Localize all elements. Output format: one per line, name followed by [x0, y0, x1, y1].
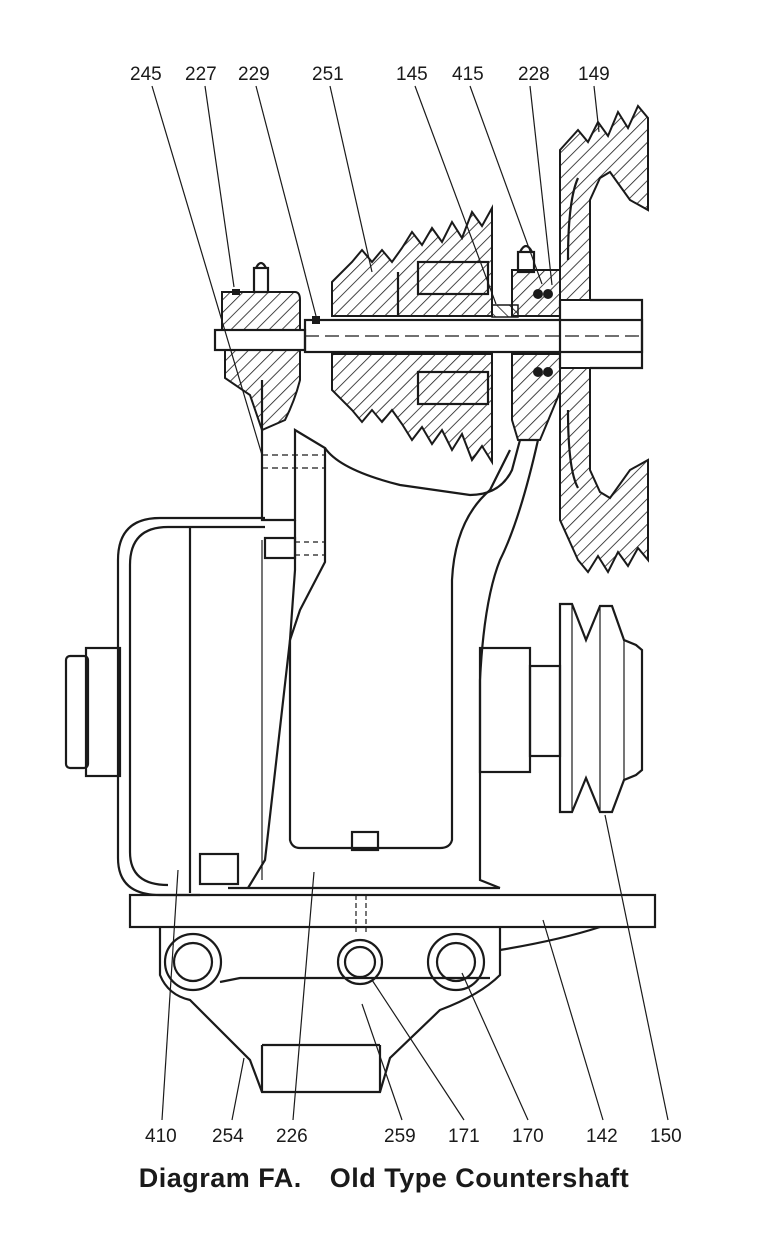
label-top-3: 251	[312, 64, 344, 85]
label-top-4: 145	[396, 64, 428, 85]
label-top-6: 228	[518, 64, 550, 85]
stepped-pulley-251	[331, 204, 493, 466]
label-bottom-1: 254	[212, 1126, 244, 1147]
label-bottom-2: 226	[276, 1126, 308, 1147]
large-pulley-149	[558, 104, 649, 575]
leader-lines	[151, 85, 669, 1121]
label-bottom-4: 171	[448, 1126, 480, 1147]
bearing-housing	[221, 261, 301, 432]
label-top-0: 245	[130, 64, 162, 85]
label-top-1: 227	[185, 64, 217, 85]
label-bottom-7: 150	[650, 1126, 682, 1147]
label-top-7: 149	[578, 64, 610, 85]
label-top-5: 415	[452, 64, 484, 85]
motor-pulley-150	[478, 602, 644, 814]
motor-body	[64, 516, 265, 897]
label-bottom-0: 410	[145, 1126, 177, 1147]
label-bottom-6: 142	[586, 1126, 618, 1147]
diagram-caption: Diagram FA. Old Type Countershaft	[0, 1163, 768, 1194]
bottom-labels: 410 254 226 259 171 170 142 150	[145, 1126, 682, 1147]
top-labels: 245 227 229 251 145 415 228 149	[130, 64, 610, 85]
bearing-assembly	[491, 244, 561, 441]
lower-bracket-254	[158, 927, 502, 1094]
base-plate	[128, 852, 657, 952]
label-bottom-3: 259	[384, 1126, 416, 1147]
caption-prefix: Diagram FA.	[138, 1163, 302, 1193]
caption-title: Old Type Countershaft	[329, 1163, 630, 1193]
label-top-2: 229	[238, 64, 270, 85]
label-bottom-5: 170	[512, 1126, 544, 1147]
bracket-casting	[247, 380, 540, 890]
